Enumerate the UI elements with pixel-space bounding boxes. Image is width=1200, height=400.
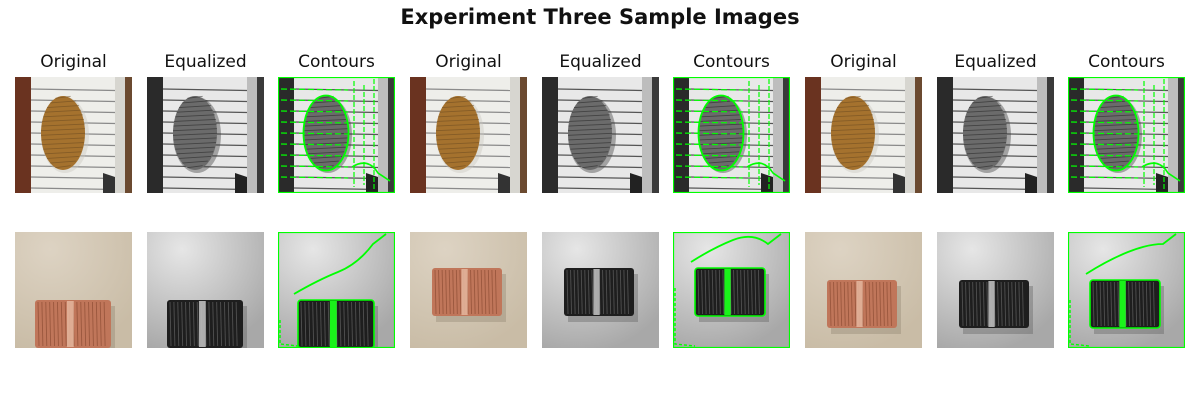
column-title-9: Contours <box>1088 52 1165 72</box>
sample-image-r2-c1 <box>15 232 132 348</box>
column-title-5: Equalized <box>559 52 642 72</box>
contours-overlay-image <box>1068 77 1185 193</box>
contours-overlay-image <box>673 77 790 193</box>
equalized-grayscale-image <box>147 77 264 193</box>
sample-image-r2-c7 <box>805 232 922 348</box>
sample-image-r2-c9 <box>1068 232 1185 348</box>
column-title-7: Original <box>830 52 897 72</box>
sample-image-r1-c7 <box>805 77 922 193</box>
sample-image-r1-c5 <box>542 77 659 193</box>
equalized-grayscale-image <box>937 77 1054 193</box>
sample-image-r2-c2 <box>147 232 264 348</box>
original-color-image <box>15 77 132 193</box>
sample-image-r1-c8 <box>937 77 1054 193</box>
column-title-1: Original <box>40 52 107 72</box>
original-color-image <box>805 77 922 193</box>
sample-image-r2-c6 <box>673 232 790 348</box>
original-color-image <box>15 232 132 348</box>
contours-overlay-image <box>278 232 395 348</box>
column-title-4: Original <box>435 52 502 72</box>
column-title-8: Equalized <box>954 52 1037 72</box>
sample-image-r1-c6 <box>673 77 790 193</box>
original-color-image <box>410 77 527 193</box>
equalized-grayscale-image <box>542 232 659 348</box>
equalized-grayscale-image <box>147 232 264 348</box>
contours-overlay-image <box>278 77 395 193</box>
equalized-grayscale-image <box>542 77 659 193</box>
column-title-3: Contours <box>298 52 375 72</box>
sample-image-r2-c3 <box>278 232 395 348</box>
equalized-grayscale-image <box>937 232 1054 348</box>
contours-overlay-image <box>1068 232 1185 348</box>
sample-image-r2-c8 <box>937 232 1054 348</box>
sample-image-r2-c5 <box>542 232 659 348</box>
original-color-image <box>805 232 922 348</box>
sample-image-r1-c1 <box>15 77 132 193</box>
original-color-image <box>410 232 527 348</box>
column-title-6: Contours <box>693 52 770 72</box>
sample-image-r1-c9 <box>1068 77 1185 193</box>
sample-image-r1-c4 <box>410 77 527 193</box>
contours-overlay-image <box>673 232 790 348</box>
sample-image-r2-c4 <box>410 232 527 348</box>
column-title-2: Equalized <box>164 52 247 72</box>
sample-image-r1-c3 <box>278 77 395 193</box>
figure-title: Experiment Three Sample Images <box>400 5 800 29</box>
sample-image-r1-c2 <box>147 77 264 193</box>
